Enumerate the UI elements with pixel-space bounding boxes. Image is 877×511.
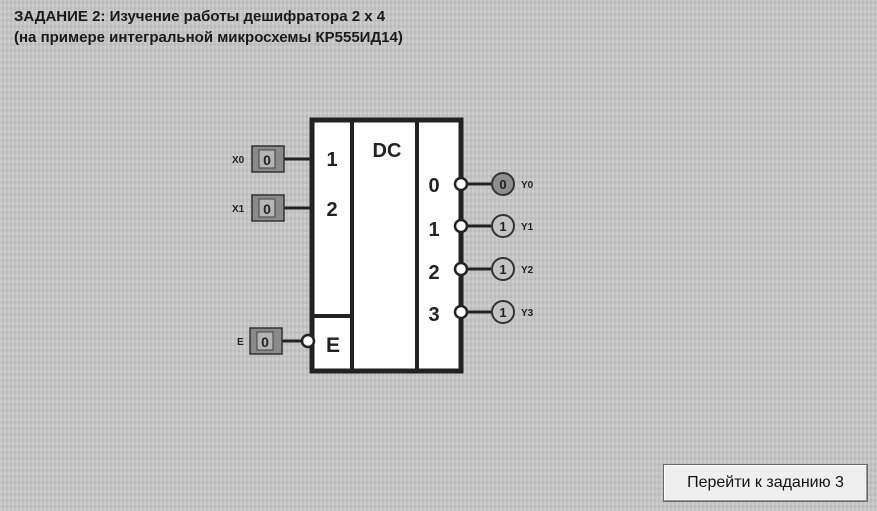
enable-label: E [237,337,244,348]
output-label-y1: Y1 [521,222,534,233]
enable-value: 0 [261,334,269,350]
output-label-y2: Y2 [521,265,534,276]
chip-output-pin-1: 1 [428,219,439,241]
output-value-y0: 0 [499,177,506,192]
output-lamp-y1 [491,214,515,238]
input-value-x0: 0 [263,152,271,168]
input-switch-x1[interactable]: 0 [251,194,285,222]
chip-input-pin-2: 2 [326,199,337,221]
output-lamp-y3 [491,300,515,324]
output-value-y2: 1 [499,262,506,277]
output-value-y3: 1 [499,305,506,320]
chip-body [309,117,464,374]
chip-input-pin-1: 1 [326,149,337,171]
output-inversion-bubble-1 [453,218,469,234]
output-inversion-bubble-3 [453,304,469,320]
chip-output-pin-2: 2 [428,262,439,284]
output-inversion-bubble-2 [453,261,469,277]
output-lamp-y2 [491,257,515,281]
output-label-y3: Y3 [521,308,534,319]
input-label-x0: X0 [232,155,245,166]
input-label-x1: X1 [232,204,245,215]
chip-output-pin-0: 0 [428,175,439,197]
next-task-button-label: Перейти к заданию 3 [687,474,844,491]
enable-switch[interactable]: 0 [249,327,283,355]
task-title-line-2: (на примере интегральной микросхемы КР55… [14,29,403,46]
enable-inversion-bubble [300,333,316,349]
output-value-y1: 1 [499,219,506,234]
output-lamp-y0 [491,172,515,196]
next-task-button[interactable]: Перейти к заданию 3 [663,464,868,502]
task-title: ЗАДАНИЕ 2: Изучение работы дешифратора 2… [14,6,403,48]
chip-output-pin-3: 3 [428,304,439,326]
output-inversion-bubble-0 [453,176,469,192]
chip-label: DC [373,140,402,162]
task-title-line-1: ЗАДАНИЕ 2: Изучение работы дешифратора 2… [14,8,386,25]
input-value-x1: 0 [263,201,271,217]
chip-enable-pin: E [326,334,340,357]
input-switch-x0[interactable]: 0 [251,145,285,173]
output-label-y0: Y0 [521,180,534,191]
